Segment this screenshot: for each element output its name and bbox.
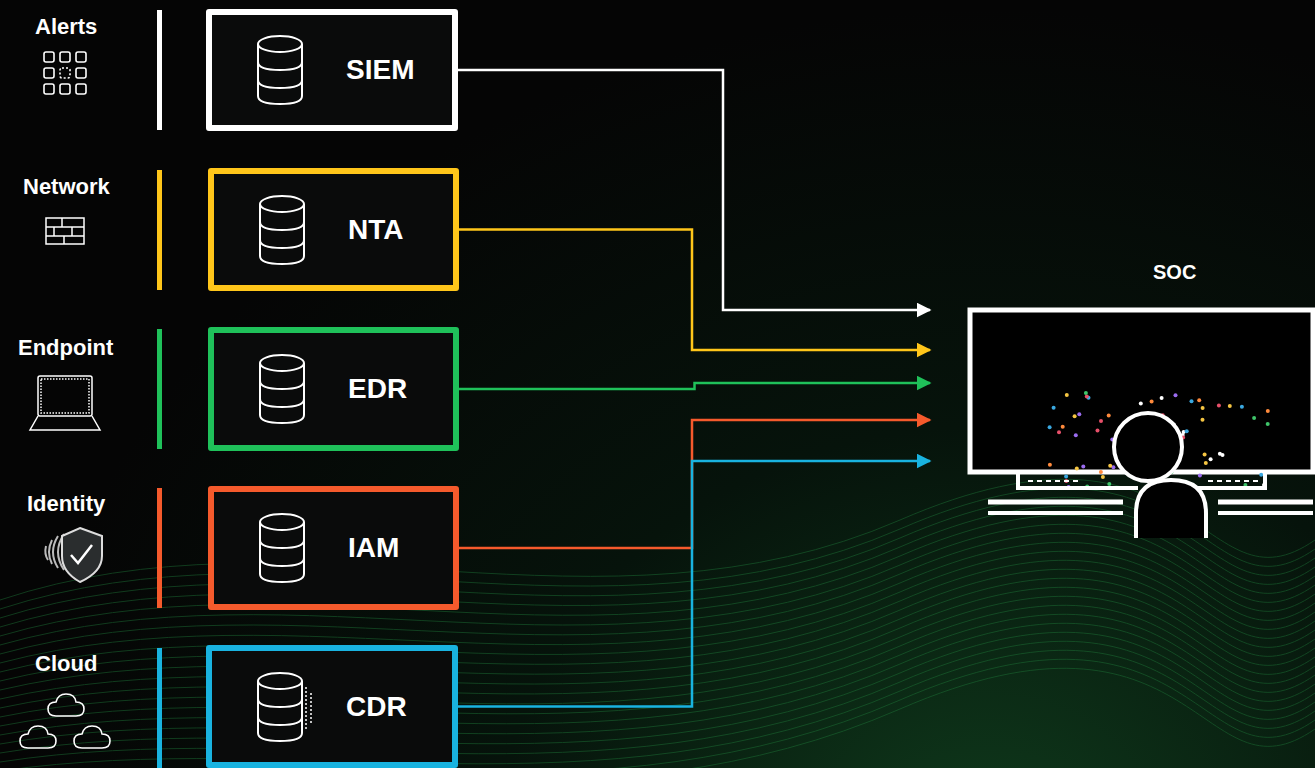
flow-connector [458, 70, 930, 310]
flow-connector [459, 383, 930, 389]
tool-box: IAM [208, 486, 459, 610]
flow-connector [459, 420, 930, 548]
box-label: NTA [348, 214, 403, 246]
category-bar [157, 329, 162, 449]
box-label: SIEM [346, 54, 414, 86]
database-icon [252, 349, 316, 429]
tool-box: SIEM [206, 9, 458, 131]
tool-box: EDR [208, 327, 459, 451]
flow-connector [459, 230, 930, 351]
database-icon [250, 667, 314, 747]
category-bar [157, 170, 162, 290]
grid-icon [44, 52, 86, 94]
category-label: Alerts [35, 14, 97, 40]
box-label: EDR [348, 373, 407, 405]
cloud-icon [20, 694, 110, 748]
category-label: Cloud [35, 651, 97, 677]
node-heading: SOC [1153, 261, 1196, 284]
category-label: Endpoint [18, 335, 113, 361]
box-label: IAM [348, 532, 399, 564]
category-bar [157, 488, 162, 608]
database-icon [252, 190, 316, 270]
database-icon [252, 508, 316, 588]
laptop-icon [30, 376, 100, 430]
tool-box: CDR [206, 645, 458, 768]
category-label: Identity [27, 491, 105, 517]
category-label: Network [23, 174, 110, 200]
firewall-icon [46, 218, 84, 244]
identity-icon [45, 528, 102, 582]
category-bar [157, 10, 162, 130]
monitor-illustration [930, 255, 1315, 545]
database-icon [250, 30, 314, 110]
category-bar [157, 648, 162, 768]
box-label: CDR [346, 691, 407, 723]
tool-box: NTA [208, 168, 459, 291]
soc-monitor: SOC [930, 255, 1315, 545]
flow-connector [458, 461, 930, 707]
